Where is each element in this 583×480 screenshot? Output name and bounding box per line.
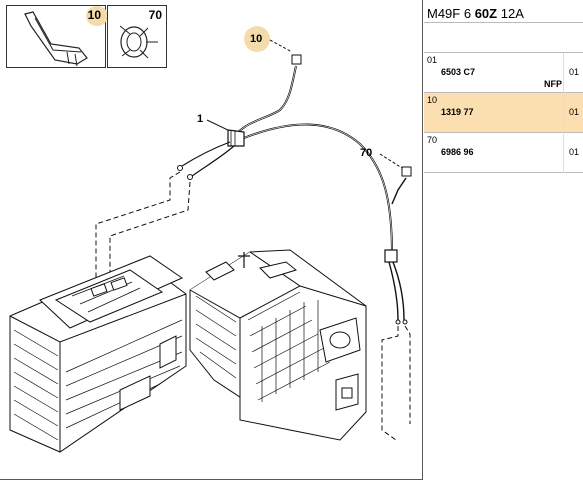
exploded-diagram[interactable]: 10 70 — [0, 0, 423, 480]
part-row-70[interactable]: 70 6986 96 01 — [424, 133, 583, 173]
callout-10[interactable]: 10 — [250, 33, 263, 45]
thumbnail-number: 10 — [87, 8, 101, 22]
part-row-10[interactable]: 10 1319 77 01 — [424, 93, 583, 133]
thumbnail-badge — [86, 6, 108, 26]
thumbnail-10[interactable]: 10 — [6, 5, 108, 68]
thumbnail-number: 70 — [148, 8, 162, 22]
table-top-divider — [424, 52, 583, 53]
part-row-01[interactable]: 01 6503 C7 01 NFP — [424, 53, 583, 93]
thumbnail-70[interactable]: 70 — [107, 5, 167, 68]
callout-10-badge — [244, 26, 270, 52]
part-ref: 70 — [427, 135, 438, 145]
control-module-drawing — [9, 255, 187, 453]
model-title: M49F 6 60Z 12A — [427, 6, 524, 21]
parts-sidebar: M49F 6 60Z 12A 01 6503 C7 01 NFP 10 1319… — [424, 0, 583, 480]
diagram-drawing — [9, 26, 412, 453]
part-ref: 10 — [427, 95, 438, 105]
title-divider — [424, 22, 583, 23]
model-code-bold: 60Z — [474, 6, 498, 21]
bracket-icon — [24, 11, 88, 67]
callout-70[interactable]: 70 — [360, 147, 373, 159]
part-note: NFP — [544, 79, 562, 89]
hvac-unit-drawing — [189, 249, 367, 441]
parts-list: 01 6503 C7 01 NFP 10 1319 77 01 70 6986 … — [424, 53, 583, 173]
part-code: 6503 C7 — [441, 67, 476, 77]
part-ref: 01 — [427, 55, 438, 65]
part-qty: 01 — [569, 147, 580, 157]
callout-1[interactable]: 1 — [197, 113, 204, 125]
part-qty: 01 — [569, 107, 580, 117]
part-qty: 01 — [569, 67, 580, 77]
model-suffix: 12A — [500, 6, 524, 21]
part-code: 1319 77 — [441, 107, 474, 117]
model-code: M49F 6 — [427, 6, 472, 21]
clip-icon — [119, 25, 158, 59]
part-code: 6986 96 — [441, 147, 474, 157]
